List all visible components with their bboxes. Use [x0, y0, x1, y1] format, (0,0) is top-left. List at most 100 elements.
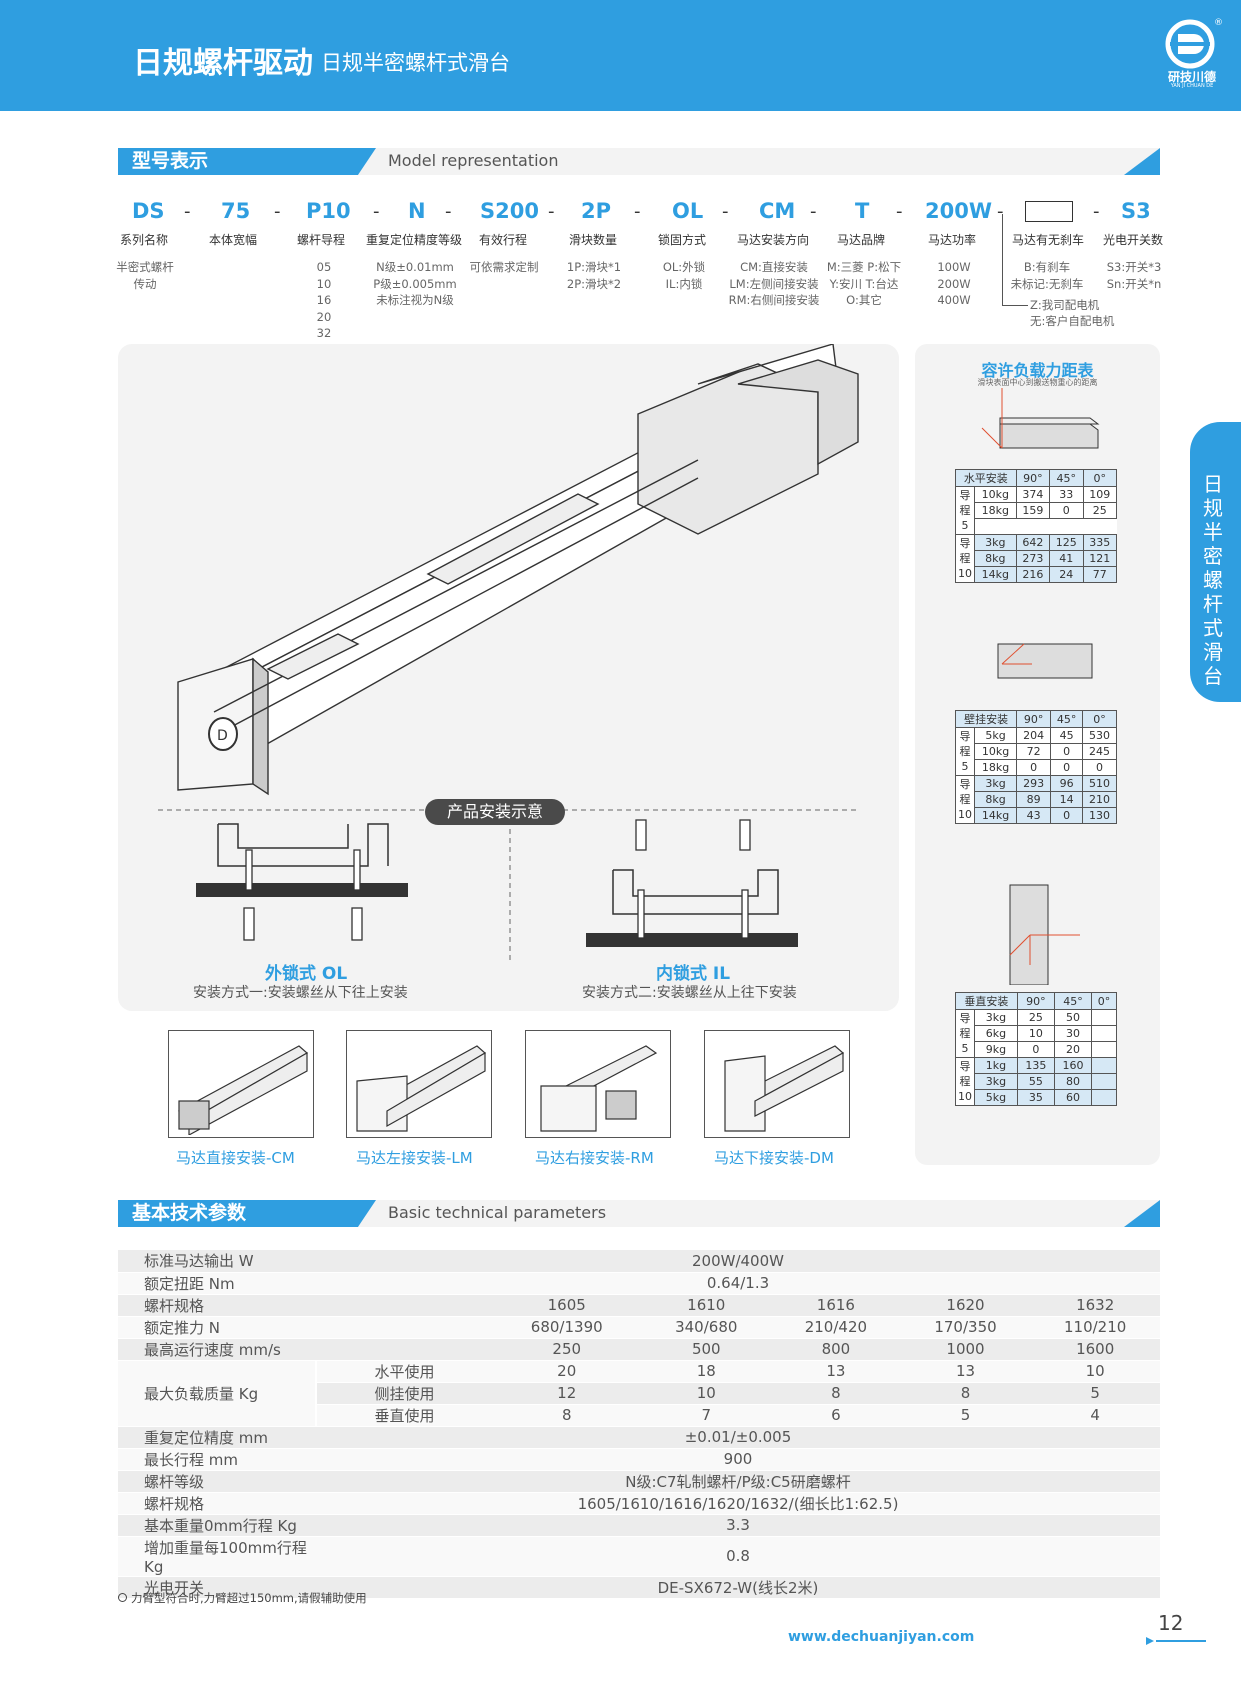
- table-cell: 14kg: [973, 807, 1018, 824]
- table-cell: 10: [1016, 1025, 1055, 1042]
- param-value: 1616: [771, 1294, 901, 1317]
- motor-mount-cm-thumbnail: [168, 1030, 314, 1138]
- side-category-tab: [1190, 422, 1241, 702]
- table-cell: 77: [1082, 566, 1118, 583]
- param-key: 最大负载质量 Kg: [118, 1360, 317, 1427]
- param-key: 基本重量0mm行程 Kg: [118, 1514, 316, 1537]
- param-value: 1620: [900, 1294, 1031, 1317]
- model-code: N: [408, 199, 426, 223]
- param-value: 12: [492, 1382, 642, 1405]
- table-header: 90°: [1016, 992, 1055, 1010]
- table-cell: 160: [1053, 1057, 1093, 1074]
- model-code-label: 马达品牌: [836, 233, 886, 247]
- table-cell: 125: [1049, 534, 1084, 551]
- param-key: 重复定位精度 mm: [118, 1426, 316, 1449]
- table-cell: 20: [1053, 1041, 1093, 1058]
- table-cell-empty: [1091, 1041, 1117, 1058]
- param-value: 7: [641, 1404, 772, 1427]
- motor-mount-rm-label: 马达右接安装-RM: [535, 1149, 654, 1167]
- table-header: 0°: [1082, 469, 1118, 487]
- param-key: 增加重量每100mm行程 Kg: [118, 1536, 316, 1577]
- table-cell: 72: [1016, 743, 1052, 760]
- model-code-separator: -: [722, 201, 729, 222]
- param-value: 800: [771, 1338, 901, 1361]
- motor-mount-lm-label: 马达左接安装-LM: [356, 1149, 473, 1167]
- section-title-params-en: Basic technical parameters: [388, 1203, 607, 1222]
- option-lock: OL:外锁 IL:内锁: [662, 260, 706, 291]
- table-cell: 8kg: [974, 550, 1017, 567]
- install-diagram: [158, 809, 858, 960]
- table-header: 45°: [1050, 710, 1084, 728]
- model-code: 2P: [581, 199, 612, 223]
- option-power: 100W 200W 400W: [937, 260, 971, 307]
- table-cell-empty: [1091, 1025, 1117, 1042]
- param-key: 最高运行速度 mm/s: [118, 1338, 492, 1361]
- table-cell: 130: [1082, 807, 1117, 824]
- param-value: 4: [1030, 1404, 1160, 1427]
- param-value: 3.3: [316, 1514, 1160, 1537]
- param-value: 20: [492, 1360, 642, 1383]
- param-value: 6: [771, 1404, 901, 1427]
- page-arrow-icon: [1146, 1637, 1154, 1645]
- param-key: 额定扭距 Nm: [118, 1272, 316, 1295]
- model-code-label: 本体宽幅: [208, 233, 258, 247]
- param-value: 1605/1610/1616/1620/1632/(细长比1:62.5): [316, 1492, 1160, 1515]
- table-cell: 3kg: [973, 775, 1018, 792]
- table-cell: 18kg: [973, 759, 1018, 776]
- table-cell: 6kg: [974, 1025, 1018, 1042]
- option-brand: M:三菱 P:松下 Y:安川 T:台达 O:其它: [826, 260, 902, 307]
- table-cell: 18kg: [974, 502, 1017, 519]
- lock-type-ol-desc: 安装方式一:安装螺丝从下往上安装: [193, 985, 408, 1001]
- brand-logo-icon: [1165, 19, 1215, 69]
- table-cell: 80: [1053, 1073, 1093, 1090]
- model-code: DS: [132, 199, 165, 223]
- table-header: 0°: [1091, 992, 1117, 1010]
- param-value: 0.8: [316, 1536, 1160, 1577]
- option-mount: CM:直接安装 LM:左侧间接安装 RM:右侧间接安装: [728, 260, 820, 307]
- table-cell: 3kg: [974, 1073, 1018, 1090]
- option-precision: N级±0.01mm P级±0.005mm 未标注视为N级: [373, 260, 457, 307]
- table-cell-empty: [1091, 1073, 1117, 1090]
- model-code: OL: [672, 199, 704, 223]
- brand-logo: 研技川德 YAN JI CHUAN DE ®: [1160, 18, 1224, 90]
- table-cell: 5kg: [973, 727, 1018, 744]
- table-cell: 3kg: [974, 1009, 1018, 1026]
- table-header: 垂直安装: [955, 992, 1018, 1010]
- logo-text: 研技川德: [1167, 70, 1216, 84]
- table-header: 壁挂安装: [954, 710, 1018, 728]
- page-underline: [1156, 1640, 1206, 1642]
- model-code-separator: -: [274, 201, 281, 222]
- model-code: S200: [480, 199, 539, 223]
- brake-connector-line: [1002, 214, 1028, 306]
- table-cell: 159: [1015, 502, 1051, 519]
- website-url[interactable]: www.dechuanjiyan.com: [788, 1629, 975, 1645]
- param-value: 5: [1030, 1382, 1160, 1405]
- motor-mount-cm-label: 马达直接安装-CM: [176, 1149, 295, 1167]
- motor-mount-cm-image: [178, 1045, 309, 1137]
- option-motor-self: Z:我司配电机: [1030, 298, 1100, 312]
- footnote-bullet-icon: [118, 1593, 127, 1602]
- table-cell: 135: [1016, 1057, 1055, 1074]
- model-code: 75: [221, 199, 251, 223]
- model-code: T: [855, 199, 870, 223]
- param-value: 250: [492, 1338, 642, 1361]
- motor-mount-lm-image: [356, 1045, 487, 1132]
- table-header: 0°: [1082, 710, 1117, 728]
- param-value: 1632: [1030, 1294, 1160, 1317]
- table-cell: 530: [1082, 727, 1117, 744]
- model-code-separator: -: [445, 201, 452, 222]
- install-title-pill: 产品安装示意: [425, 799, 565, 825]
- param-value: 1610: [641, 1294, 772, 1317]
